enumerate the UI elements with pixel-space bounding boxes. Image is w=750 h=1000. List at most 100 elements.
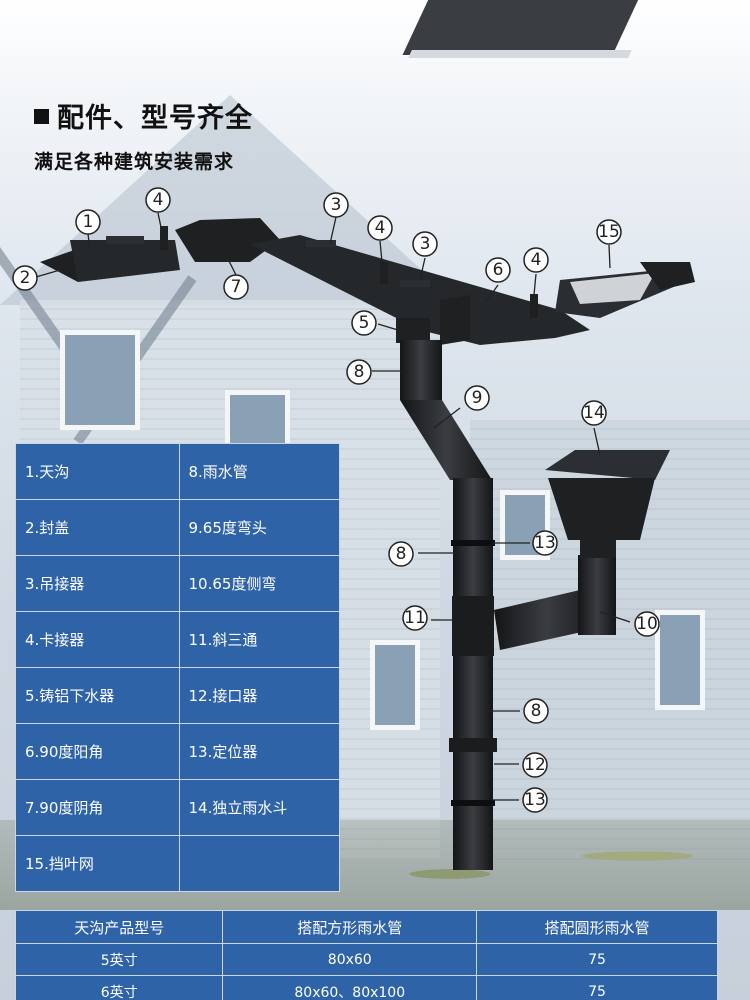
svg-text:9: 9 — [472, 388, 483, 408]
table-cell: 6英寸 — [14, 975, 224, 1000]
table-cell: 7.90度阴角 — [15, 779, 180, 836]
callout-9: 9 — [464, 385, 490, 411]
table-cell: 11.斜三通 — [178, 611, 340, 668]
svg-text:11: 11 — [404, 608, 426, 628]
hanger-bracket — [106, 236, 144, 244]
side-elbow-part — [578, 555, 616, 635]
table-row: 6.90度阳角 13.定位器 — [15, 723, 340, 780]
table-row: 15.挡叶网 — [15, 835, 340, 892]
callout-11: 11 — [402, 605, 428, 631]
gutter-long-section — [250, 235, 590, 345]
callout-line — [157, 212, 163, 233]
svg-text:6: 6 — [493, 260, 504, 280]
callout-4: 4 — [145, 187, 171, 213]
table-row: 5.铸铝下水器 12.接口器 — [15, 667, 340, 724]
outlet-part — [396, 318, 430, 343]
table-cell: 1.天沟 — [15, 443, 180, 500]
house-window — [60, 330, 140, 430]
branch-pipe — [494, 590, 600, 650]
callout-13: 13 — [532, 530, 558, 556]
clip-connector — [160, 226, 168, 250]
callout-5: 5 — [351, 310, 377, 336]
locator-band — [451, 800, 495, 806]
elbow-65-part — [400, 400, 492, 480]
svg-text:13: 13 — [534, 533, 556, 553]
callout-7: 7 — [223, 274, 249, 300]
svg-text:4: 4 — [375, 218, 386, 238]
column-header: 天沟产品型号 — [14, 910, 224, 944]
table-row: 2.封盖 9.65度弯头 — [15, 499, 340, 556]
table-header-row: 天沟产品型号 搭配方形雨水管 搭配圆形雨水管 — [14, 910, 718, 944]
callout-8: 8 — [388, 541, 414, 567]
page-title: 配件、型号齐全 — [34, 96, 253, 135]
table-row: 1.天沟 8.雨水管 — [15, 443, 340, 500]
svg-text:13: 13 — [524, 790, 546, 810]
column-header: 搭配圆形雨水管 — [476, 910, 718, 944]
svg-text:2: 2 — [20, 268, 31, 288]
callout-4: 4 — [523, 247, 549, 273]
leaf-guard-mesh — [570, 273, 655, 304]
table-cell: 8.雨水管 — [178, 443, 340, 500]
callout-8: 8 — [346, 359, 372, 385]
callout-2: 2 — [12, 265, 38, 291]
table-cell: 14.独立雨水斗 — [178, 779, 340, 836]
hanger-bracket — [306, 240, 336, 247]
connector-part — [449, 738, 497, 752]
spec-table-wrapper: 天沟产品型号 搭配方形雨水管 搭配圆形雨水管 5英寸 80x60 75 6英寸 … — [14, 910, 718, 1000]
table-cell: 80x60、80x100 — [222, 975, 478, 1000]
clip-connector — [380, 262, 388, 284]
svg-text:8: 8 — [396, 544, 407, 564]
downpipe-assembly — [396, 318, 616, 870]
callout-line — [377, 323, 399, 331]
svg-text:4: 4 — [153, 190, 164, 210]
spec-table: 天沟产品型号 搭配方形雨水管 搭配圆形雨水管 5英寸 80x60 75 6英寸 … — [14, 910, 718, 1000]
table-cell: 5英寸 — [14, 943, 224, 976]
table-cell: 10.65度侧弯 — [178, 555, 340, 612]
callout-3: 3 — [323, 192, 349, 218]
table-cell: 6.90度阳角 — [15, 723, 180, 780]
clip-connector — [530, 294, 538, 318]
table-cell: 9.65度弯头 — [178, 499, 340, 556]
table-cell: 12.接口器 — [178, 667, 340, 724]
downpipe-segment — [453, 478, 493, 596]
gutter-run — [40, 218, 695, 345]
svg-text:8: 8 — [531, 701, 542, 721]
svg-text:3: 3 — [420, 234, 431, 254]
bullet-square-icon — [34, 109, 49, 124]
svg-text:15: 15 — [598, 222, 620, 242]
callout-14: 14 — [581, 400, 607, 426]
table-cell: 15.挡叶网 — [15, 835, 180, 892]
column-header: 搭配方形雨水管 — [222, 910, 478, 944]
inside-corner-part — [175, 218, 280, 262]
house-window — [655, 610, 705, 710]
callout-badges: 1 2 4 7 3 4 3 6 4 15 5 8 9 14 8 13 11 10… — [12, 187, 660, 813]
callout-line — [599, 611, 631, 623]
outside-corner-part — [440, 295, 470, 345]
callout-line — [433, 407, 461, 429]
table-cell: 3.吊接器 — [15, 555, 180, 612]
svg-text:8: 8 — [354, 362, 365, 382]
callout-line — [329, 216, 337, 245]
callout-line — [533, 273, 537, 296]
house-window — [370, 640, 420, 730]
svg-text:12: 12 — [524, 755, 546, 775]
table-cell: 2.封盖 — [15, 499, 180, 556]
table-cell: 4.卡接器 — [15, 611, 180, 668]
table-cell: 75 — [476, 943, 718, 976]
page-subtitle: 满足各种建筑安装需求 — [34, 151, 235, 173]
downpipe-segment — [400, 340, 442, 400]
branch-tee-part — [452, 596, 494, 656]
callout-line — [87, 233, 91, 251]
table-cell: 75 — [476, 975, 718, 1000]
table-cell: 13.定位器 — [178, 723, 340, 780]
table-cell: 5.铸铝下水器 — [15, 667, 180, 724]
callout-10: 10 — [634, 611, 660, 637]
callout-line — [419, 257, 426, 281]
callout-line — [485, 284, 499, 303]
callout-15: 15 — [596, 219, 622, 245]
callout-12: 12 — [522, 752, 548, 778]
callout-4: 4 — [367, 215, 393, 241]
callout-lines — [35, 212, 631, 801]
table-cell: 80x60 — [222, 943, 478, 976]
